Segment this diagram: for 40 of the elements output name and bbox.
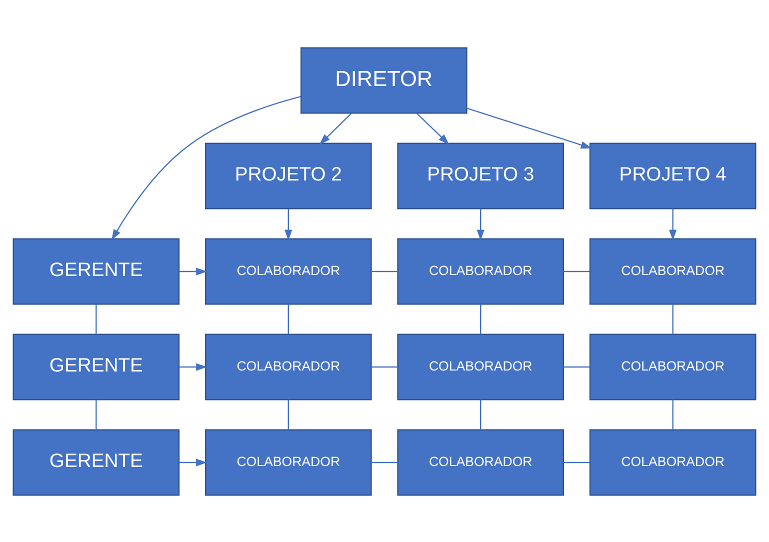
connector xyxy=(672,399,674,430)
arrow xyxy=(112,95,301,240)
connector xyxy=(564,366,590,368)
arrow xyxy=(476,208,484,240)
connector xyxy=(480,304,482,334)
arrow xyxy=(179,458,207,466)
node-box: DIRETOR xyxy=(300,46,468,114)
arrow xyxy=(467,107,592,148)
arrow xyxy=(179,362,207,370)
arrow xyxy=(319,112,352,144)
node-box: COLABORADOR xyxy=(589,238,756,304)
node-box: GERENTE xyxy=(12,238,180,304)
connector xyxy=(480,399,482,430)
node-box: COLABORADOR xyxy=(204,238,372,304)
connector xyxy=(371,366,398,368)
node-box: COLABORADOR xyxy=(589,333,756,400)
arrow xyxy=(179,267,207,275)
node-box: PROJETO 4 xyxy=(589,142,756,209)
connector xyxy=(288,304,289,334)
node-box: GERENTE xyxy=(12,428,180,496)
connector xyxy=(564,461,590,463)
node-box: COLABORADOR xyxy=(397,428,564,496)
node-box: PROJETO 3 xyxy=(397,142,564,209)
node-box: COLABORADOR xyxy=(204,333,372,400)
connector xyxy=(371,461,398,463)
connector xyxy=(96,399,97,430)
node-box: COLABORADOR xyxy=(397,238,564,304)
node-box: COLABORADOR xyxy=(397,333,564,400)
connector xyxy=(371,270,398,272)
connector xyxy=(672,304,674,334)
connector xyxy=(96,304,97,334)
node-box: COLABORADOR xyxy=(589,428,756,496)
arrow xyxy=(669,208,677,240)
arrow xyxy=(284,208,292,240)
connector xyxy=(288,399,289,430)
node-box: GERENTE xyxy=(12,333,180,400)
node-box: COLABORADOR xyxy=(204,428,372,496)
arrow xyxy=(416,112,450,144)
connector xyxy=(564,270,590,272)
node-box: PROJETO 2 xyxy=(204,142,372,209)
